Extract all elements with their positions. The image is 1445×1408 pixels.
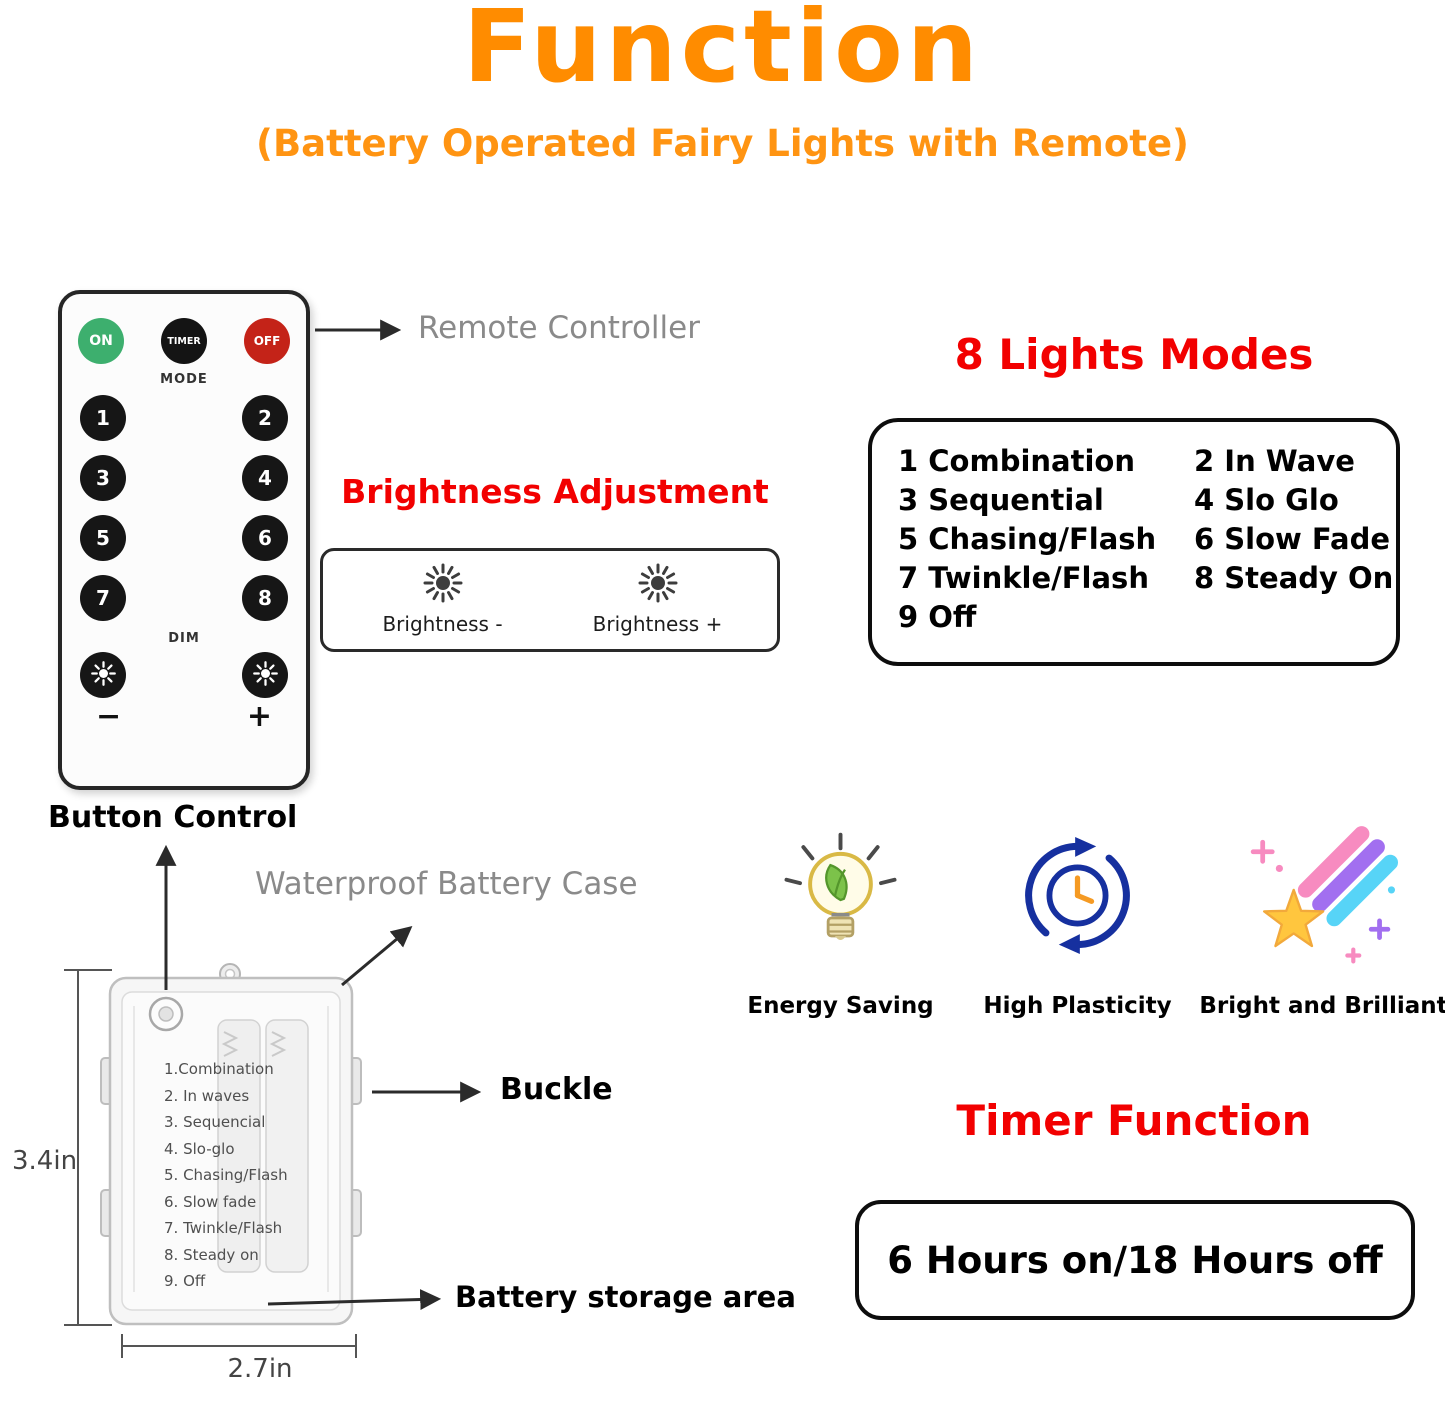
remote-timer-button: TIMER <box>161 318 207 364</box>
remote-mode-button-5: 5 <box>80 515 126 561</box>
remote-mode-button-3: 3 <box>80 455 126 501</box>
timer-value: 6 Hours on/18 Hours off <box>887 1238 1383 1282</box>
page-subtitle: (Battery Operated Fairy Lights with Remo… <box>256 122 1189 165</box>
case-mode-item: 4. Slo-glo <box>164 1139 235 1158</box>
remote-off-button: OFF <box>244 318 290 364</box>
case-mode-item: 5. Chasing/Flash <box>164 1166 288 1184</box>
remote-mode-button-2: 2 <box>242 395 288 441</box>
remote-mode-label: MODE <box>160 372 208 387</box>
mode-item: 5 Chasing/Flash <box>898 522 1157 556</box>
feature-high-plasticity: High Plasticity <box>970 798 1185 1023</box>
mode-item: 2 In Wave <box>1194 444 1355 478</box>
remote-mode-button-7: 7 <box>80 575 126 621</box>
remote-dim-signs: − + <box>62 698 306 736</box>
bulb-leaf-icon <box>773 798 908 993</box>
brightness-minus-item: Brightness - <box>365 561 520 649</box>
modes-column-left: 1 Combination 3 Sequential 5 Chasing/Fla… <box>898 442 1194 662</box>
brightness-down-button <box>80 652 126 698</box>
battery-storage-label: Battery storage area <box>455 1280 796 1314</box>
case-mode-item: 1.Combination <box>164 1060 274 1078</box>
timer-box: 6 Hours on/18 Hours off <box>855 1200 1415 1320</box>
light-modes-heading: 8 Lights Modes <box>954 330 1314 379</box>
case-mode-list: 1.Combination 2. In waves 3. Sequencial … <box>164 1056 288 1295</box>
feature-energy-saving: Energy Saving <box>747 798 934 1023</box>
feature-label: Energy Saving <box>747 993 934 1019</box>
mode-item: 7 Twinkle/Flash <box>898 561 1149 595</box>
remote-on-button: ON <box>78 318 124 364</box>
sun-brightness-icon <box>421 561 465 609</box>
remote-mode-button-6: 6 <box>242 515 288 561</box>
case-mode-item: 6. Slow fade <box>164 1192 257 1211</box>
remote-controller-callout: Remote Controller <box>418 310 700 346</box>
shooting-star-icon <box>1246 793 1401 993</box>
remote-dim-label: DIM <box>168 631 200 646</box>
timer-heading: Timer Function <box>956 1096 1312 1145</box>
brightness-plus-label: Brightness + <box>592 612 723 636</box>
brightness-minus-label: Brightness - <box>382 612 503 636</box>
brightness-heading: Brightness Adjustment <box>341 472 769 511</box>
mode-item: 1 Combination <box>898 444 1135 478</box>
page-title: Function <box>463 0 982 105</box>
remote-numpad: 1 2 3 4 5 6 7 8 <box>62 387 306 621</box>
battery-case-callout: Waterproof Battery Case <box>255 866 638 902</box>
mode-item: 4 Slo Glo <box>1194 483 1339 517</box>
remote-power-row: ON TIMER OFF <box>62 294 306 364</box>
mode-item: 9 Off <box>898 600 977 634</box>
remote-mode-button-8: 8 <box>242 575 288 621</box>
minus-sign: − <box>96 699 122 734</box>
brightness-plus-item: Brightness + <box>580 561 735 649</box>
remote-controller: ON TIMER OFF MODE 1 2 3 4 5 6 7 8 DIM <box>58 290 310 790</box>
mode-item: 8 Steady On <box>1194 561 1394 595</box>
case-mode-item: 9. Off <box>164 1272 206 1290</box>
feature-label: High Plasticity <box>983 993 1172 1019</box>
recycle-clock-icon <box>1005 798 1150 993</box>
case-mode-item: 8. Steady on <box>164 1245 259 1264</box>
remote-mode-button-1: 1 <box>80 395 126 441</box>
sun-brightness-icon <box>636 561 680 609</box>
battery-case-illustration <box>100 962 362 1330</box>
remote-dim-row <box>62 646 306 698</box>
mode-item: 3 Sequential <box>898 483 1104 517</box>
buckle-label: Buckle <box>500 1072 613 1107</box>
case-mode-item: 3. Sequencial <box>164 1113 266 1131</box>
plus-sign: + <box>246 699 272 734</box>
light-modes-box: 1 Combination 3 Sequential 5 Chasing/Fla… <box>868 418 1400 666</box>
sun-icon <box>90 660 117 691</box>
feature-label: Bright and Brilliant <box>1199 993 1445 1019</box>
modes-column-right: 2 In Wave 4 Slo Glo 6 Slow Fade 8 Steady… <box>1194 442 1393 662</box>
case-mode-item: 2. In waves <box>164 1086 250 1105</box>
brightness-panel: Brightness - <box>320 548 780 652</box>
sun-icon <box>252 660 279 691</box>
mode-item: 6 Slow Fade <box>1194 522 1391 556</box>
brightness-up-button <box>242 652 288 698</box>
case-mode-item: 7. Twinkle/Flash <box>164 1219 283 1237</box>
width-dimension-label: 2.7in <box>227 1354 293 1384</box>
button-control-label: Button Control <box>48 800 298 835</box>
height-dimension-label: 3.4in <box>12 1146 78 1176</box>
feature-bright-brilliant: Bright and Brilliant <box>1196 793 1445 1023</box>
remote-mode-button-4: 4 <box>242 455 288 501</box>
